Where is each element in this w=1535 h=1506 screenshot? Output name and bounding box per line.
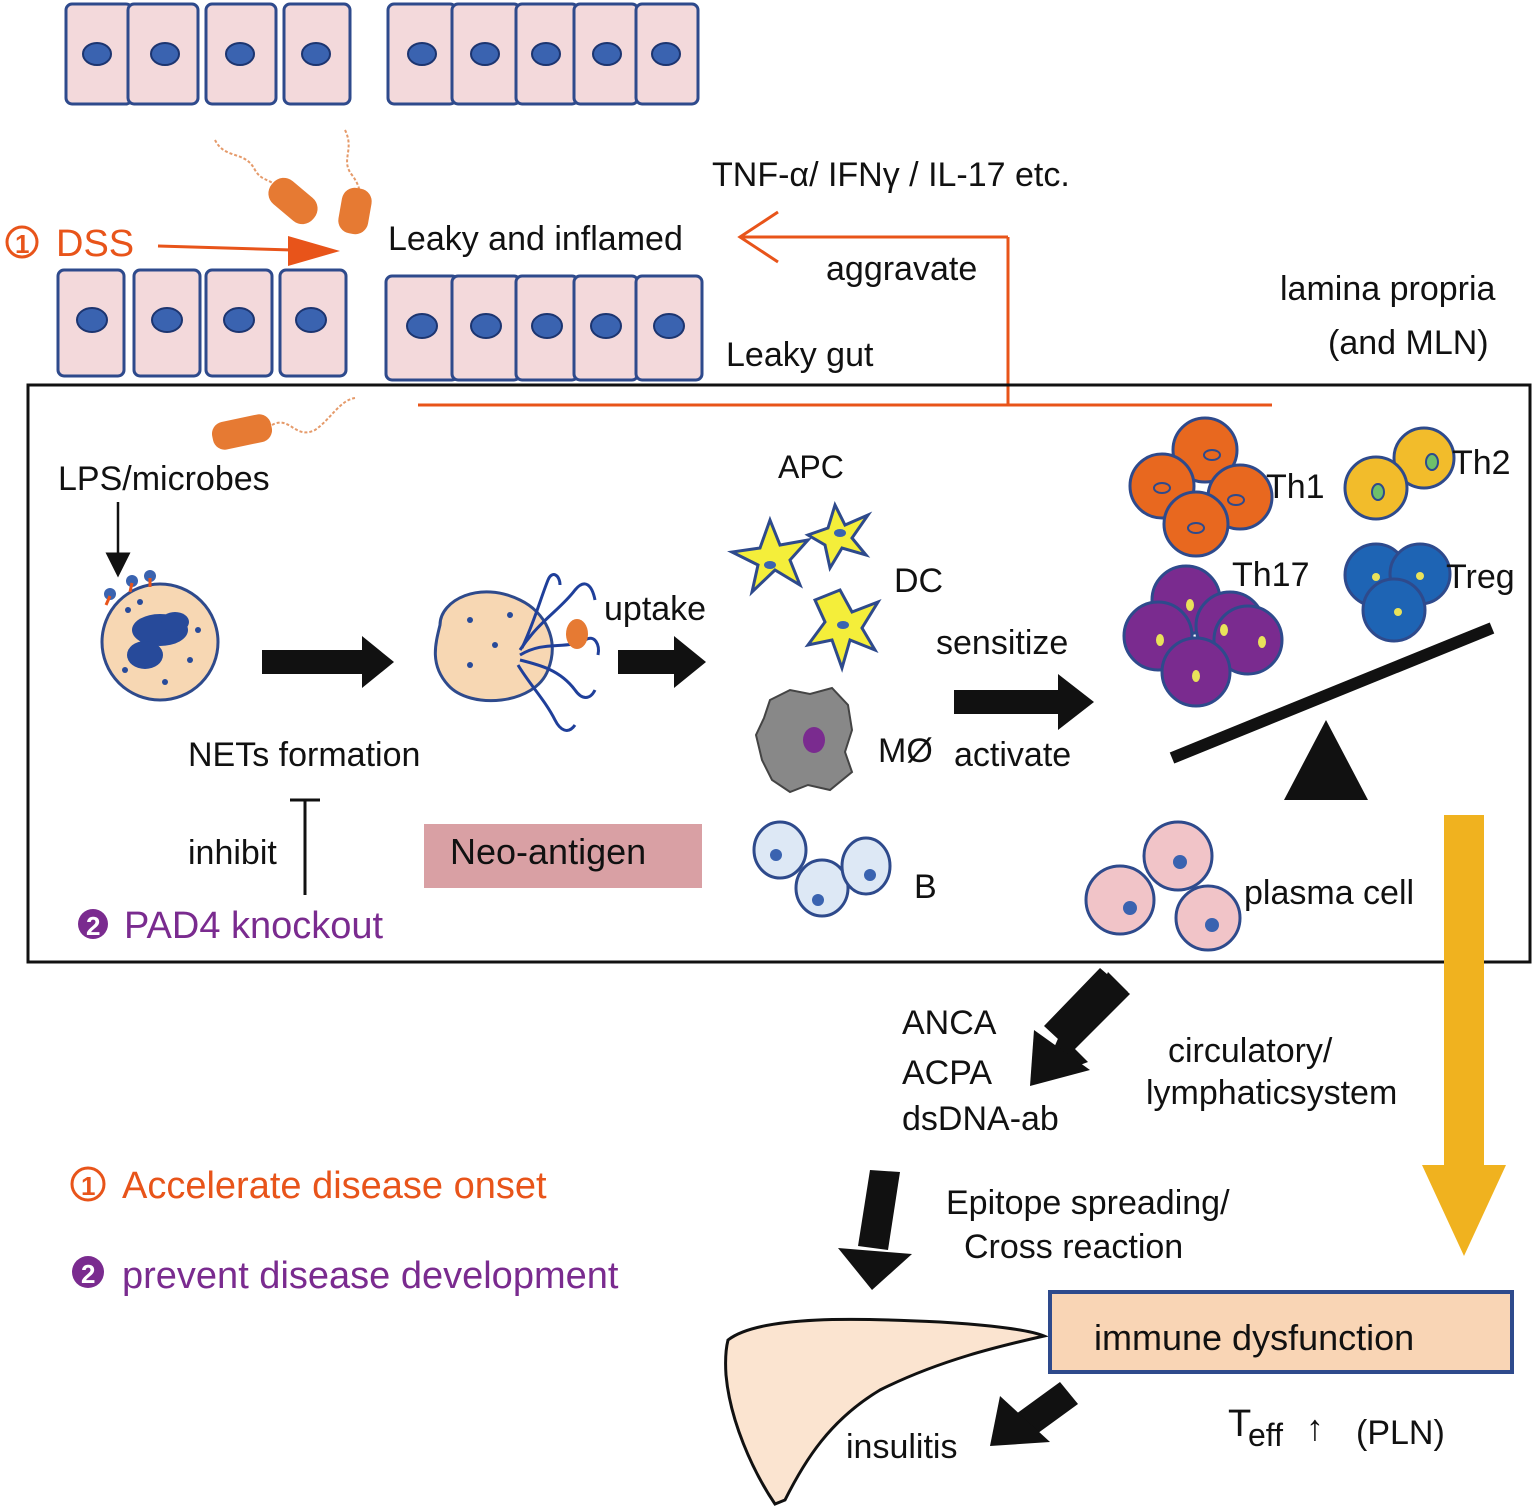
epithelium-top xyxy=(64,2,700,106)
dss-label: DSS xyxy=(56,223,134,265)
immune-dysfunction-box xyxy=(1048,1290,1514,1374)
anca-label: ANCA xyxy=(902,1004,997,1042)
legend-text-2: prevent disease development xyxy=(122,1255,619,1297)
arrow-plasma-to-antibodies-body xyxy=(1044,968,1130,1052)
pad4-label: PAD4 knockout xyxy=(124,905,384,947)
arrow-neutrophil-to-nets xyxy=(262,636,394,688)
nets-formation-label: NETs formation xyxy=(188,736,420,774)
aggravate-label: aggravate xyxy=(826,250,977,288)
epithelium-top-nuclei xyxy=(82,42,681,66)
leaky-inflamed-label: Leaky and inflamed xyxy=(388,220,683,258)
inhibit-label: inhibit xyxy=(188,834,277,872)
epithelium-bottom-nuclei xyxy=(76,307,685,339)
lamina-propria-label: lamina propria xyxy=(1280,270,1496,308)
dendritic-cells xyxy=(727,500,882,673)
th1-label: Th1 xyxy=(1266,468,1325,506)
dsdna-label: dsDNA-ab xyxy=(902,1100,1059,1138)
treg-label: Treg xyxy=(1446,558,1515,596)
teff-sub: eff xyxy=(1248,1417,1283,1453)
th2-label: Th2 xyxy=(1452,444,1511,482)
th17-label: Th17 xyxy=(1232,556,1310,594)
svg-text:1: 1 xyxy=(15,229,29,259)
pln-label: (PLN) xyxy=(1356,1414,1445,1452)
teff-up-arrow: ↑ xyxy=(1306,1407,1324,1448)
pancreas xyxy=(724,1317,1049,1506)
bacteria-lps xyxy=(211,397,356,450)
teff-group: T eff ↑ (PLN) xyxy=(1228,1403,1445,1453)
th17-cells xyxy=(1122,564,1284,708)
yellow-circulation-arrow xyxy=(1422,815,1506,1256)
arrow-apc-to-t-cells xyxy=(954,674,1094,730)
pad4-group: 2 ② PAD4 knockout xyxy=(78,905,384,947)
cross-reaction-label: Cross reaction xyxy=(964,1228,1183,1266)
bacteria-top xyxy=(214,129,372,235)
treg-cells xyxy=(1343,542,1452,643)
b-cells xyxy=(752,820,892,918)
dss-group: ① 1 DSS xyxy=(5,223,340,266)
svg-text:1: 1 xyxy=(81,1171,95,1201)
th1-cells xyxy=(1128,416,1274,558)
inhibit-bar xyxy=(290,798,320,895)
insulitis-label: insulitis xyxy=(846,1428,957,1466)
arrow-plasma-to-antibodies-head xyxy=(1030,1030,1090,1086)
arrow-antibodies-to-pancreas-head xyxy=(838,1248,912,1290)
arrow-antibodies-to-pancreas-body xyxy=(858,1170,900,1250)
net-neutrophil xyxy=(433,573,600,732)
balance-fulcrum xyxy=(1284,720,1368,800)
neo-antigen-box xyxy=(424,824,702,888)
arrow-nets-to-apc xyxy=(618,636,706,688)
svg-text:2: 2 xyxy=(86,911,100,941)
acpa-label: ACPA xyxy=(902,1054,992,1092)
immune-dysfunction-label: immune dysfunction xyxy=(1094,1317,1414,1358)
lamina-propria-box xyxy=(26,383,1532,964)
aggravate-arrow xyxy=(418,210,1272,407)
arrow-immune-to-insulitis-head xyxy=(990,1396,1050,1446)
mln-label: (and MLN) xyxy=(1328,324,1489,362)
legend-item-1: 1 ① Accelerate disease onset xyxy=(70,1165,547,1207)
uptake-label: uptake xyxy=(604,590,706,628)
circulatory-label: circulatory/ xyxy=(1168,1032,1333,1070)
arrow-immune-to-insulitis-body xyxy=(1016,1382,1078,1436)
plasma-cell-label: plasma cell xyxy=(1244,874,1414,912)
lymphatic-label: lymphaticsystem xyxy=(1146,1074,1397,1112)
plasma-cells xyxy=(1084,820,1242,952)
balance-beam xyxy=(1169,622,1495,764)
leaky-gut-label: Leaky gut xyxy=(726,336,874,374)
legend-item-2: 2 ② prevent disease development xyxy=(72,1255,619,1297)
activate-label: activate xyxy=(954,736,1071,774)
mo-label: MØ xyxy=(878,732,933,770)
legend-text-1: Accelerate disease onset xyxy=(122,1165,547,1207)
dc-label: DC xyxy=(894,562,943,600)
macrophage xyxy=(754,686,854,794)
b-label: B xyxy=(914,868,937,906)
apc-label: APC xyxy=(778,449,844,485)
svg-text:2: 2 xyxy=(81,1259,95,1289)
neo-antigen-label: Neo-antigen xyxy=(450,831,646,872)
sensitize-label: sensitize xyxy=(936,624,1068,662)
neutrophil xyxy=(100,570,220,702)
cytokines-label: TNF-α/ IFNγ / IL-17 etc. xyxy=(712,156,1070,194)
epitope-label: Epitope spreading/ xyxy=(946,1184,1230,1222)
th2-cells xyxy=(1343,426,1456,521)
lps-label: LPS/microbes xyxy=(58,460,270,498)
teff-t: T xyxy=(1228,1403,1251,1445)
